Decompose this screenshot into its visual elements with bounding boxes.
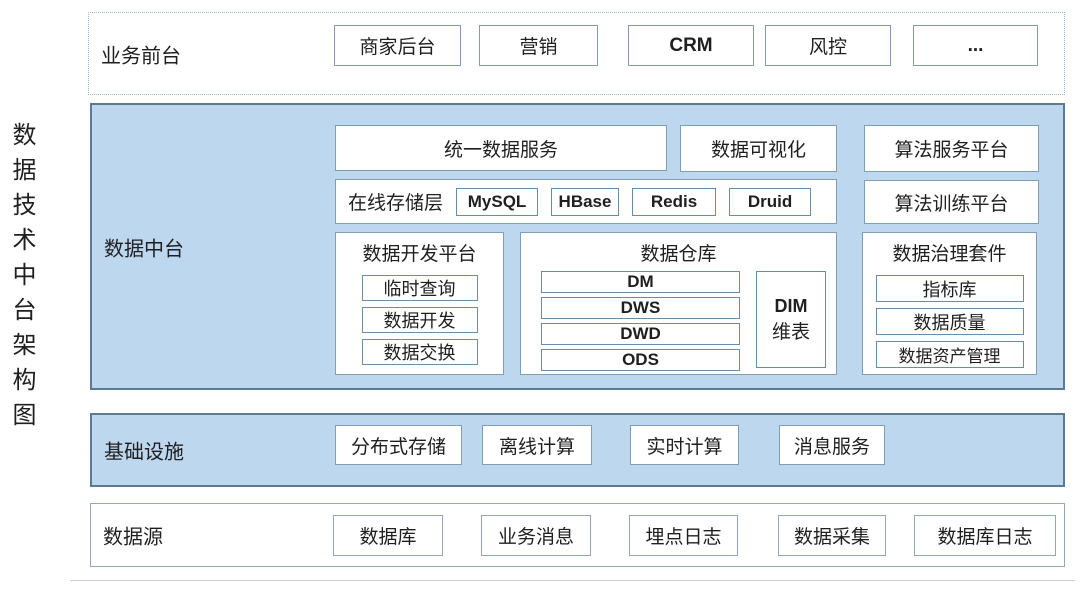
box-dwd-layer: DWD [541,323,740,345]
box-unified-data-service: 统一数据服务 [335,125,667,171]
box-data-quality: 数据质量 [875,308,1024,335]
infrastructure-label: 基础设施 [104,441,184,464]
box-data-exchange: 数据交换 [361,339,478,365]
box-tracking-log: 埋点日志 [629,515,738,556]
box-merchant-backend: 商家后台 [334,25,461,66]
box-mysql: MySQL [456,187,539,216]
box-dws-layer: DWS [541,297,740,319]
box-dim-dimension-table: DIM 维表 [756,271,826,368]
business-frontend-label: 业务前台 [101,45,181,67]
box-online-storage-layer: 在线存储层 MySQL HBase Redis Druid [335,179,837,224]
box-realtime-computing: 实时计算 [630,425,739,465]
box-data-collection: 数据采集 [778,515,886,556]
box-crm: CRM [628,25,754,66]
box-business-message: 业务消息 [481,515,591,556]
box-data-development: 数据开发 [361,307,478,333]
layer-data-middle-platform: 数据中台 统一数据服务 数据可视化 算法服务平台 在线存储层 MySQL HBa… [90,103,1065,390]
dim-label-cjk: 维表 [771,321,810,343]
box-data-asset-management: 数据资产管理 [875,341,1024,368]
panel-data-warehouse: 数据仓库 DM DWS DWD ODS DIM 维表 [520,232,837,375]
data-source-label: 数据源 [103,526,163,549]
box-database: 数据库 [333,515,443,556]
panel-data-governance-suite: 数据治理套件 指标库 数据质量 数据资产管理 [862,232,1037,375]
box-druid: Druid [729,187,812,216]
box-offline-computing: 离线计算 [482,425,592,465]
box-message-service: 消息服务 [779,425,885,465]
layer-data-source: 数据源 数据库 业务消息 埋点日志 数据采集 数据库日志 [90,503,1065,567]
box-adhoc-query: 临时查询 [361,275,478,301]
data-warehouse-title: 数据仓库 [640,244,717,265]
box-ods-layer: ODS [541,349,740,371]
box-hbase: HBase [551,187,620,216]
data-governance-title: 数据治理套件 [892,244,1007,265]
box-marketing: 营销 [479,25,598,66]
dim-label-latin: DIM [774,295,808,316]
box-distributed-storage: 分布式存储 [335,425,462,465]
online-storage-label: 在线存储层 [348,193,444,214]
layer-infrastructure: 基础设施 分布式存储 离线计算 实时计算 消息服务 [90,413,1065,487]
diagram-title: 数据技术中台架构图 [8,122,34,437]
box-metric-library: 指标库 [875,275,1024,302]
box-ellipsis: ... [913,25,1038,66]
data-dev-platform-title: 数据开发平台 [362,244,477,265]
box-algorithm-training-platform: 算法训练平台 [864,180,1039,224]
box-dm-layer: DM [541,271,740,293]
box-redis: Redis [632,187,717,216]
panel-data-dev-platform: 数据开发平台 临时查询 数据开发 数据交换 [335,232,504,375]
box-risk-control: 风控 [765,25,891,66]
data-middle-platform-label: 数据中台 [104,238,184,260]
layer-business-frontend: 业务前台 商家后台 营销 CRM 风控 ... [88,12,1065,95]
box-data-visualization: 数据可视化 [680,125,837,172]
box-algorithm-service-platform: 算法服务平台 [864,125,1039,172]
box-database-log: 数据库日志 [914,515,1056,556]
bottom-divider [70,580,1075,581]
